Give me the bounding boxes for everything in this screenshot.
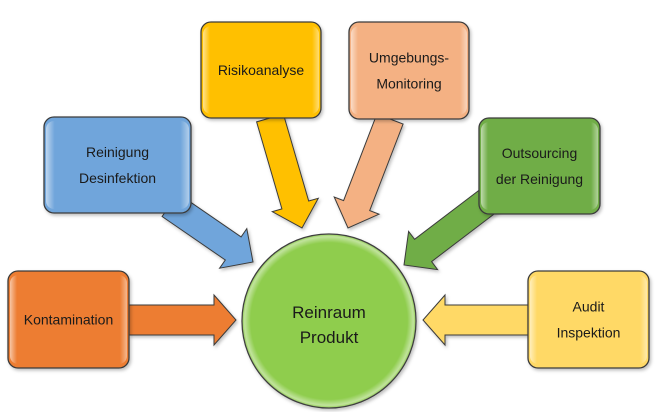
node-label-audit-inspektion-line-2: Inspektion	[557, 325, 621, 341]
center-node: Reinraum Produkt	[241, 233, 417, 409]
node-gloss-risikoanalyse	[203, 26, 319, 114]
node-label-kontamination-line-1: Kontamination	[24, 312, 114, 328]
node-label-outsourcing-line-1: Outsourcing	[502, 145, 577, 161]
node-label-umgebungs-monitoring-line-1: Umgebungs-	[369, 50, 449, 66]
arrow-risikoanalyse	[255, 113, 320, 229]
node-label-reinigung-desinfektion-line-1: Reinigung	[86, 144, 149, 160]
node-gloss-audit-inspektion	[530, 275, 647, 364]
node-label-reinigung-desinfektion-line-2: Desinfektion	[79, 170, 156, 186]
center-label-line-2: Produkt	[300, 328, 359, 347]
arrow-umgebungs-monitoring	[333, 113, 404, 229]
node-risikoanalyse: Risikoanalyse	[200, 21, 322, 119]
node-outsourcing: Outsourcing der Reinigung	[478, 117, 601, 215]
node-gloss-kontamination	[10, 275, 127, 364]
node-label-umgebungs-monitoring-line-2: Monitoring	[376, 76, 441, 92]
node-label-outsourcing-line-2: der Reinigung	[496, 171, 583, 187]
node-gloss-umgebungs-monitoring	[351, 26, 467, 115]
node-umgebungs-monitoring: Umgebungs- Monitoring	[348, 21, 470, 120]
arrow-audit-inspektion	[422, 293, 529, 347]
node-gloss-outsourcing	[481, 122, 598, 210]
node-kontamination: Kontamination	[7, 270, 130, 369]
arrow-kontamination	[128, 293, 237, 347]
node-gloss-reinigung-desinfektion	[46, 121, 189, 209]
center-label-line-1: Reinraum	[292, 303, 366, 322]
arrow-outsourcing	[403, 186, 502, 271]
node-label-audit-inspektion-line-1: Audit	[573, 299, 605, 315]
center-circle-gloss	[242, 234, 416, 408]
node-label-risikoanalyse-line-1: Risikoanalyse	[218, 62, 305, 78]
